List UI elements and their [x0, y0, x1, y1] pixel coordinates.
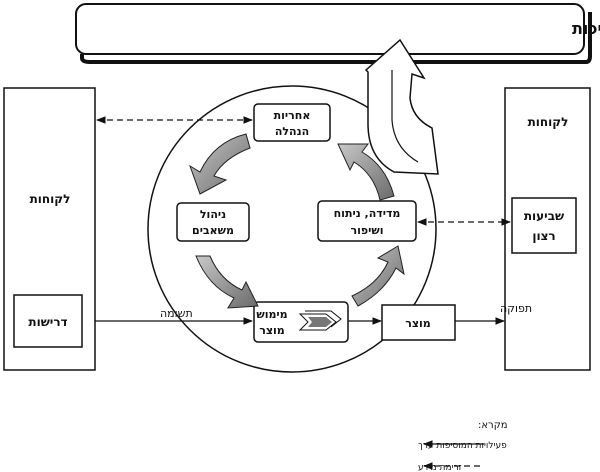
node-measurement-analysis: מדידה, ניתוח ושיפור — [317, 200, 417, 242]
resources-line-2: משאבים — [192, 224, 234, 237]
node-resource-management: ניהול משאבים — [176, 202, 250, 242]
measurement-line-1: מדידה, ניתוח — [334, 207, 401, 220]
resources-line-1: ניהול — [200, 208, 226, 221]
node-product-realization: מימוש מוצר — [253, 301, 349, 343]
requirements-label: דרישות — [28, 315, 67, 329]
legend-title: מקרא: — [478, 420, 508, 431]
realization-line-2: מוצר — [259, 324, 285, 337]
cycle-arrow-top-right-icon — [337, 143, 395, 201]
satisfaction-label-line-1: שביעות — [524, 209, 564, 223]
satisfaction-label-line-2: רצון — [532, 229, 555, 243]
cycle-arrows — [189, 133, 405, 309]
product-label: מוצר — [405, 317, 431, 330]
cycle-arrow-bottom-left-icon — [195, 255, 259, 309]
improvement-arrow-icon — [364, 38, 439, 175]
input-label: תשומה — [160, 307, 193, 320]
right-customers-label: לקוחות — [528, 115, 569, 129]
output-label: תפוקה — [500, 302, 532, 315]
management-line-1: אחריות — [274, 109, 311, 122]
product-box: מוצר — [381, 304, 456, 341]
legend-info-flow-label: זרימת מידע — [418, 463, 462, 472]
realization-line-1: מימוש — [256, 308, 287, 321]
cycle-arrow-bottom-right-icon — [351, 245, 405, 307]
legend: מקרא: פעילויות המוסיפות ערך זרימת מידע — [418, 420, 508, 472]
management-line-2: הנהלה — [275, 125, 309, 138]
cycle-arrow-top-left-icon — [189, 133, 251, 195]
right-customers-panel: לקוחות שביעות רצון — [504, 87, 591, 371]
legend-value-adding-label: פעילויות המוסיפות ערך — [418, 441, 507, 451]
left-customers-label: לקוחות — [30, 192, 71, 206]
process-chevrons-icon — [298, 310, 342, 331]
node-management-responsibility: אחריות הנהלה — [253, 103, 331, 142]
improvement-arrow-inner-line — [391, 70, 419, 163]
measurement-line-2: ושיפור — [351, 224, 384, 237]
left-customers-panel: לקוחות דרישות — [3, 87, 96, 371]
